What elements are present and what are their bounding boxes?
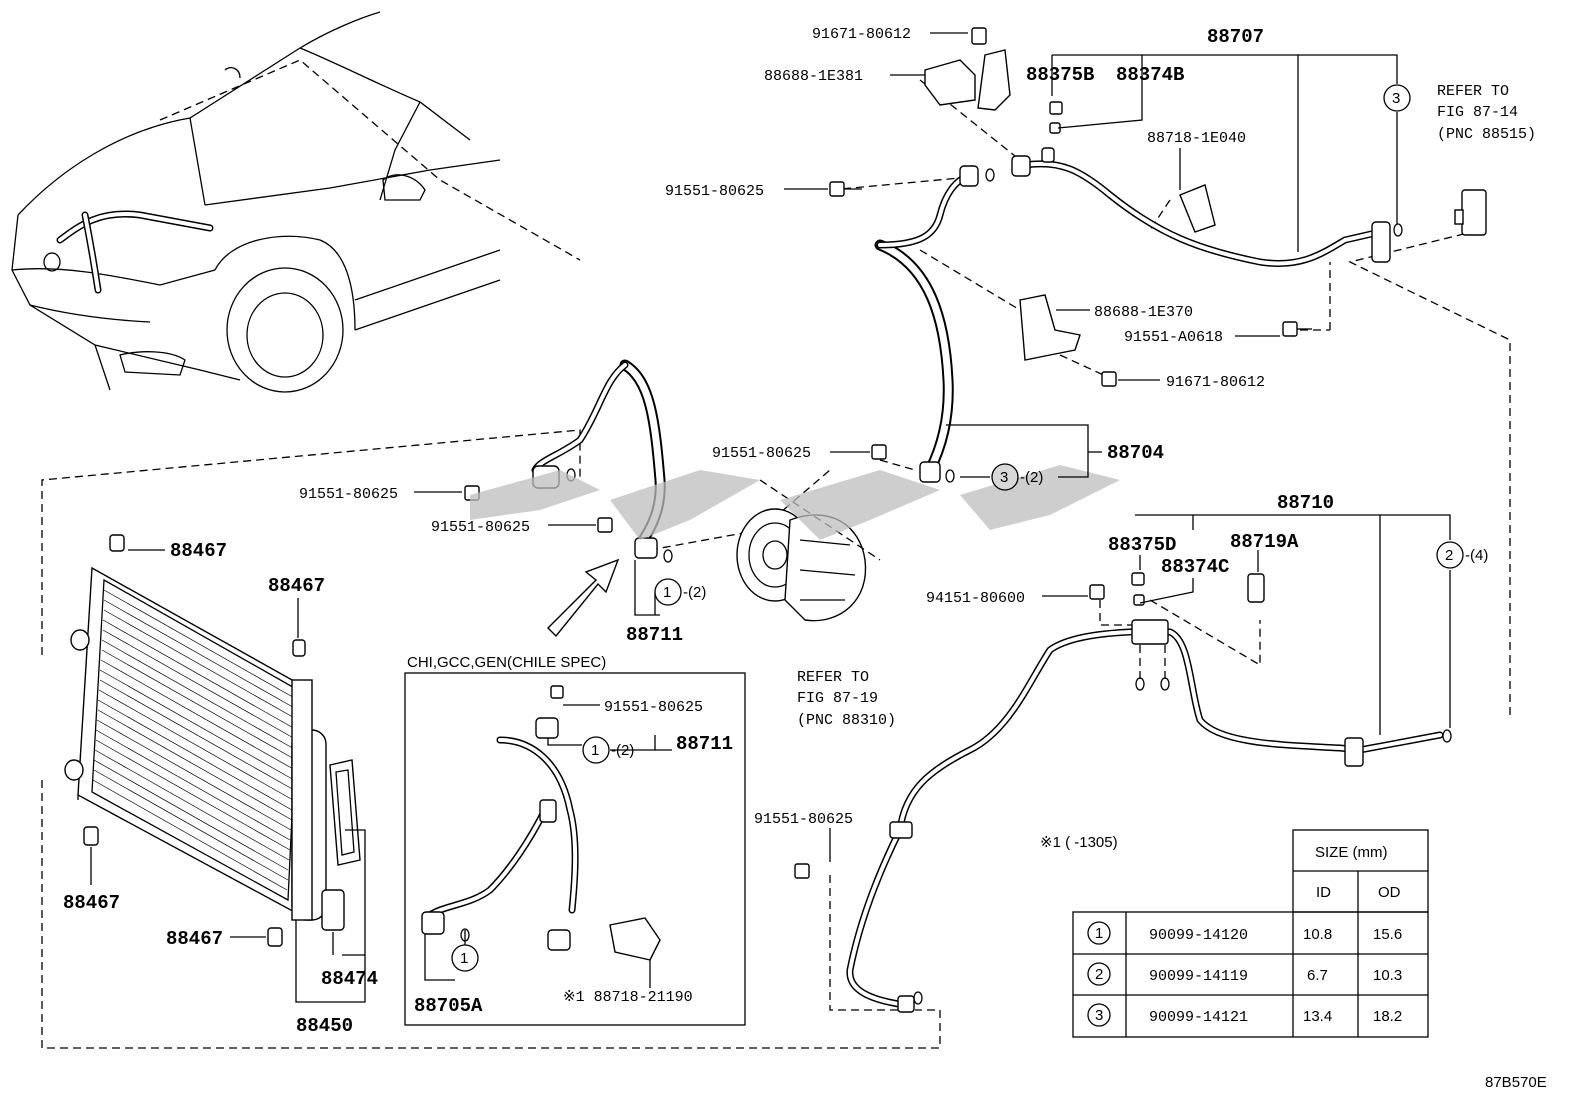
label-88704: 88704 bbox=[1107, 442, 1164, 464]
svg-text:SIZE (mm): SIZE (mm) bbox=[1315, 844, 1388, 861]
pipe-88707 bbox=[1011, 147, 1487, 267]
svg-text:-(2): -(2) bbox=[611, 742, 634, 759]
label-91671-mid: 91671-80612 bbox=[1166, 374, 1265, 391]
label-88374b: 88374B bbox=[1116, 64, 1184, 86]
svg-text:1: 1 bbox=[591, 742, 599, 759]
label-91551-a0618: 91551-A0618 bbox=[1124, 329, 1223, 346]
inset-label-88705a: 88705A bbox=[414, 995, 483, 1017]
svg-text:REFER TO: REFER TO bbox=[797, 669, 869, 686]
car-outline bbox=[11, 11, 581, 393]
pipe-88710 bbox=[846, 572, 1452, 1013]
label-88688-1e381: 88688-1E381 bbox=[764, 68, 863, 85]
bolt-parts bbox=[464, 181, 1312, 879]
svg-text:REFER TO: REFER TO bbox=[1437, 83, 1509, 100]
label-88467-c: 88467 bbox=[63, 892, 120, 914]
hose-88704 bbox=[874, 165, 995, 483]
svg-text:-(4): -(4) bbox=[1465, 547, 1488, 564]
svg-text:1: 1 bbox=[663, 584, 671, 601]
svg-text:90099-14121: 90099-14121 bbox=[1149, 1009, 1248, 1026]
label-88450: 88450 bbox=[296, 1015, 353, 1037]
label-88719a: 88719A bbox=[1230, 531, 1299, 553]
footnote: ※1 ( -1305) bbox=[1040, 834, 1118, 851]
refer-note-fig-87-14: REFER TO FIG 87-14 (PNC 88515) bbox=[1437, 83, 1536, 143]
label-88375b: 88375B bbox=[1026, 64, 1094, 86]
svg-text:-(2): -(2) bbox=[1020, 469, 1043, 486]
refer-note-fig-87-19: REFER TO FIG 87-19 (PNC 88310) bbox=[797, 669, 896, 729]
svg-text:-(2): -(2) bbox=[683, 584, 706, 601]
inset-label-88718: ※1 88718-21190 bbox=[563, 989, 693, 1006]
label-88707: 88707 bbox=[1207, 26, 1264, 48]
svg-text:13.4: 13.4 bbox=[1303, 1008, 1332, 1025]
svg-text:6.7: 6.7 bbox=[1307, 967, 1328, 984]
svg-text:18.2: 18.2 bbox=[1373, 1008, 1402, 1025]
callout-circles bbox=[451, 84, 1464, 972]
svg-text:(PNC 88310): (PNC 88310) bbox=[797, 712, 896, 729]
figure-code: 87B570E bbox=[1485, 1074, 1547, 1091]
svg-text:3: 3 bbox=[1095, 1007, 1103, 1024]
label-88467-d: 88467 bbox=[166, 928, 223, 950]
label-88474: 88474 bbox=[321, 968, 378, 990]
label-91551-e: 91551-80625 bbox=[754, 811, 853, 828]
svg-text:1: 1 bbox=[1095, 925, 1103, 942]
inset-label-88711: 88711 bbox=[676, 733, 733, 755]
label-88710: 88710 bbox=[1277, 492, 1334, 514]
label-88374c: 88374C bbox=[1161, 556, 1229, 578]
svg-text:1: 1 bbox=[460, 950, 468, 967]
part-labels: 91671-80612 88688-1E381 88707 88375B 883… bbox=[63, 26, 1334, 1037]
svg-text:FIG 87-14: FIG 87-14 bbox=[1437, 104, 1518, 121]
size-table bbox=[1072, 829, 1429, 1038]
label-91551-c: 91551-80625 bbox=[299, 486, 398, 503]
watermark bbox=[470, 465, 1120, 540]
svg-text:(PNC 88515): (PNC 88515) bbox=[1437, 126, 1536, 143]
direction-arrow bbox=[547, 558, 620, 638]
svg-text:ID: ID bbox=[1316, 884, 1331, 901]
svg-text:2: 2 bbox=[1095, 966, 1103, 983]
label-91551-d: 91551-80625 bbox=[431, 519, 530, 536]
condenser-assembly bbox=[64, 566, 361, 931]
svg-text:2: 2 bbox=[1445, 547, 1453, 564]
callout-texts: 3 3 -(2) 1 -(2) 2 -(4) 1 -(2) 1 bbox=[460, 90, 1488, 967]
svg-text:10.8: 10.8 bbox=[1303, 926, 1332, 943]
inset-label-91551: 91551-80625 bbox=[604, 699, 703, 716]
svg-text:10.3: 10.3 bbox=[1373, 967, 1402, 984]
label-88711: 88711 bbox=[626, 624, 683, 646]
svg-text:90099-14120: 90099-14120 bbox=[1149, 927, 1248, 944]
label-88467-b: 88467 bbox=[268, 575, 325, 597]
label-88688-1e370: 88688-1E370 bbox=[1094, 304, 1193, 321]
label-94151: 94151-80600 bbox=[926, 590, 1025, 607]
label-91671-top: 91671-80612 bbox=[812, 26, 911, 43]
size-table-text: SIZE (mm) ID OD 1 90099-14120 10.8 15.6 … bbox=[1095, 844, 1402, 1026]
label-91551-b: 91551-80625 bbox=[712, 445, 811, 462]
leader-lines bbox=[90, 32, 1451, 1003]
svg-text:FIG 87-19: FIG 87-19 bbox=[797, 690, 878, 707]
bushing-parts bbox=[83, 534, 306, 947]
compressor bbox=[736, 479, 881, 622]
label-88718-1e040: 88718-1E040 bbox=[1147, 130, 1246, 147]
svg-text:3: 3 bbox=[1000, 469, 1008, 486]
svg-text:90099-14119: 90099-14119 bbox=[1149, 968, 1248, 985]
inset-box bbox=[404, 672, 746, 1026]
label-91551-a: 91551-80625 bbox=[665, 183, 764, 200]
guide-lines bbox=[41, 79, 1511, 1049]
clamp-parts bbox=[924, 27, 1216, 361]
svg-text:OD: OD bbox=[1378, 884, 1401, 901]
label-88375d: 88375D bbox=[1108, 534, 1176, 556]
svg-text:15.6: 15.6 bbox=[1373, 926, 1402, 943]
svg-text:3: 3 bbox=[1392, 90, 1400, 107]
label-88467-a: 88467 bbox=[170, 540, 227, 562]
inset-title: CHI,GCC,GEN(CHILE SPEC) bbox=[407, 654, 606, 671]
